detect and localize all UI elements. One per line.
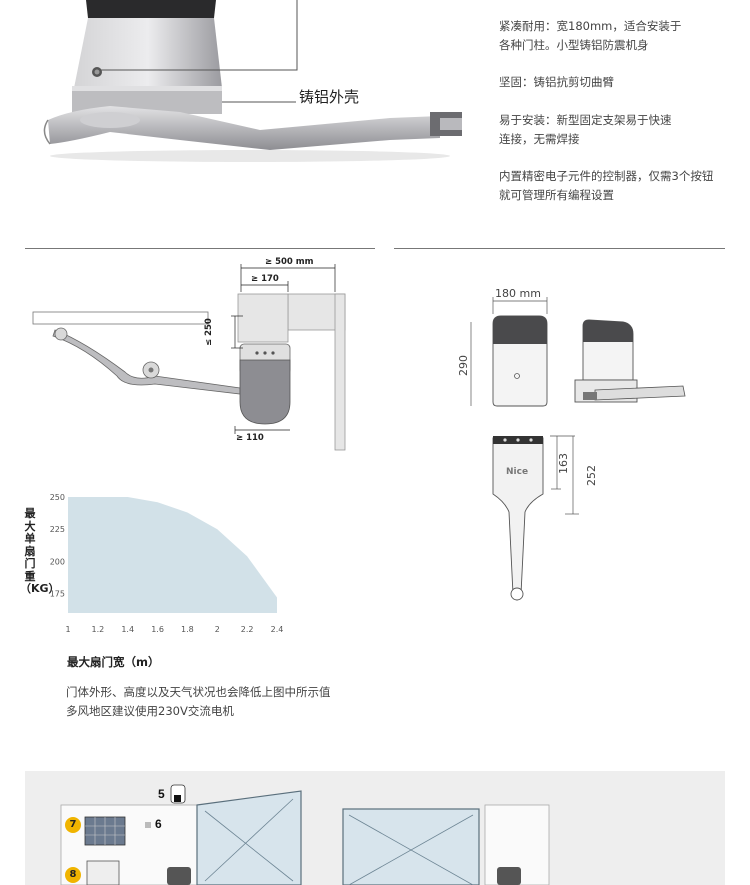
chart-y-axis-title: 最大单扇门重（KG） bbox=[20, 507, 60, 595]
brand-logo: Nice bbox=[506, 467, 528, 477]
dim-250-label: ≤ 250 bbox=[204, 318, 214, 346]
chart-x-tick: 1.4 bbox=[121, 625, 134, 634]
chart-x-tick: 2.2 bbox=[241, 625, 254, 634]
chart-y-tick: 225 bbox=[50, 525, 65, 534]
capacity-chart: 1 1.2 1.4 1.6 1.8 2 2.2 2.4 250 225 200 175 bbox=[50, 493, 284, 634]
dim-110-label: ≥ 110 bbox=[236, 433, 264, 443]
dim-width-label: 180 mm bbox=[495, 287, 541, 300]
chart-x-tick: 1 bbox=[65, 625, 70, 634]
dim-height-label: 290 bbox=[457, 355, 470, 376]
feature-line-4: 易于安装：新型固定支架易于快速 bbox=[499, 113, 672, 127]
chart-x-axis-title: 最大扇门宽（m） bbox=[67, 655, 160, 669]
chart-area-series bbox=[68, 497, 277, 613]
solar-panel-icon bbox=[84, 816, 126, 846]
scene-illustration bbox=[60, 784, 550, 885]
divider-right bbox=[394, 248, 725, 249]
callout-casing-label: 铸铝外壳 bbox=[299, 88, 360, 106]
dim-500-label: ≥ 500 mm bbox=[265, 257, 314, 267]
chart-x-tick: 1.6 bbox=[151, 625, 164, 634]
installation-diagram: ≥ 500 mm ≥ 170 ≤ 250 ≥ 110 bbox=[32, 257, 346, 451]
dim-163-label: 163 bbox=[557, 453, 570, 474]
divider-left bbox=[25, 248, 375, 249]
chart-y-tick: 175 bbox=[50, 590, 65, 599]
feature-line-6: 内置精密电子元件的控制器，仅需3个按钮 bbox=[499, 169, 714, 183]
scene-label-6: 6 bbox=[155, 817, 162, 831]
chart-x-tick: 2 bbox=[215, 625, 220, 634]
chart-y-tick: 250 bbox=[50, 493, 65, 502]
chart-y-tick: 200 bbox=[50, 557, 65, 566]
dimension-drawing: 180 mm 290 Nice 163 252 bbox=[457, 287, 686, 601]
chart-x-tick: 1.2 bbox=[91, 625, 104, 634]
feature-line-7: 就可管理所有编程设置 bbox=[499, 188, 614, 202]
feature-line-5: 连接，无需焊接 bbox=[499, 132, 580, 146]
dim-252-label: 252 bbox=[585, 465, 598, 486]
scene-label-7: 7 bbox=[65, 817, 81, 833]
chart-x-tick: 1.8 bbox=[181, 625, 194, 634]
feature-line-2: 各种门柱。小型铸铝防震机身 bbox=[499, 38, 649, 52]
note-line-2: 多风地区建议使用230V交流电机 bbox=[66, 704, 234, 718]
chart-x-tick: 2.4 bbox=[271, 625, 284, 634]
scene-label-5: 5 bbox=[158, 787, 165, 801]
feature-line-1: 紧凑耐用：宽180mm，适合安装于 bbox=[499, 19, 682, 33]
dim-170-label: ≥ 170 bbox=[251, 274, 279, 284]
scene-label-8: 8 bbox=[65, 867, 81, 883]
feature-line-3: 坚固：铸铝抗剪切曲臂 bbox=[499, 75, 614, 89]
installation-scene: 5 6 7 8 bbox=[25, 771, 725, 885]
product-photo bbox=[43, 0, 462, 162]
note-line-1: 门体外形、高度以及天气状况也会降低上图中所示值 bbox=[66, 685, 331, 699]
